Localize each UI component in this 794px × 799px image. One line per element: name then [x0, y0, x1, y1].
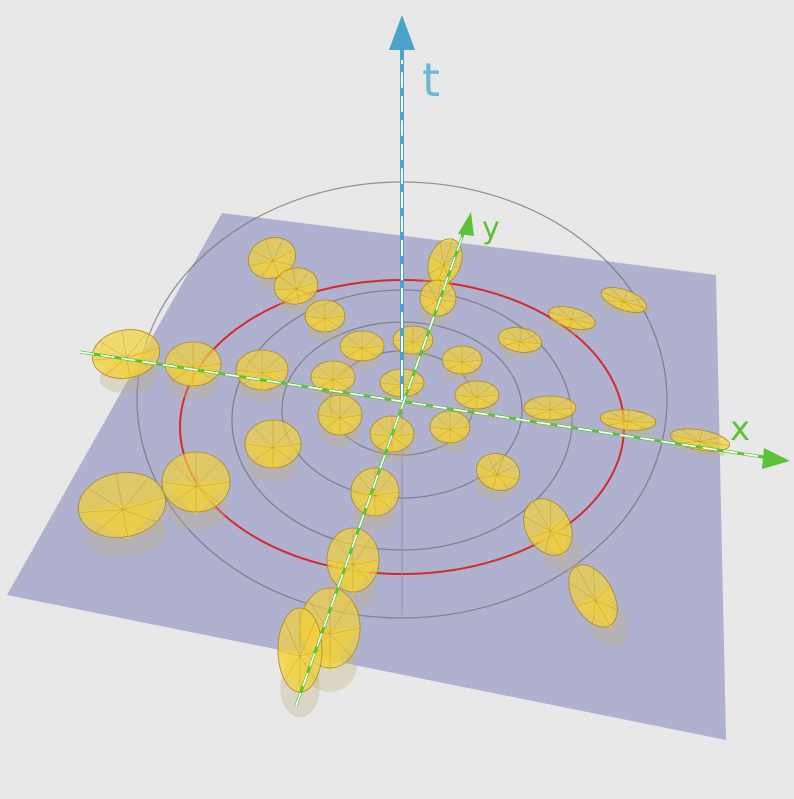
y-axis: y: [294, 211, 500, 707]
light-cone: [392, 325, 434, 363]
x-axis: x: [79, 350, 790, 469]
light-cone: [244, 419, 302, 483]
light-cone: [350, 467, 400, 531]
arrow-up-icon: [389, 15, 415, 50]
light-cone: [473, 453, 520, 501]
light-cone: [600, 287, 648, 319]
arrow-up-right-icon: [458, 212, 474, 236]
t-axis-label: t: [422, 53, 440, 107]
x-axis-label: x: [730, 409, 750, 449]
arrow-right-icon: [762, 448, 790, 469]
y-axis-label: y: [482, 211, 500, 246]
light-cone: [304, 299, 346, 342]
light-cone: [77, 472, 167, 557]
t-axis: t: [389, 15, 440, 400]
light-cone: [273, 267, 319, 315]
light-cone: [497, 327, 543, 360]
light-cone: [161, 451, 231, 530]
light-cone: [568, 564, 628, 645]
light-cone: [339, 330, 385, 370]
light-cone: [164, 341, 222, 400]
light-cone: [91, 329, 161, 393]
light-cone: [429, 410, 471, 453]
light-cone: [277, 607, 323, 718]
light-cone: [548, 306, 596, 336]
light-cone: [317, 394, 363, 447]
light-cone: [523, 498, 582, 572]
light-cone: [441, 345, 483, 383]
